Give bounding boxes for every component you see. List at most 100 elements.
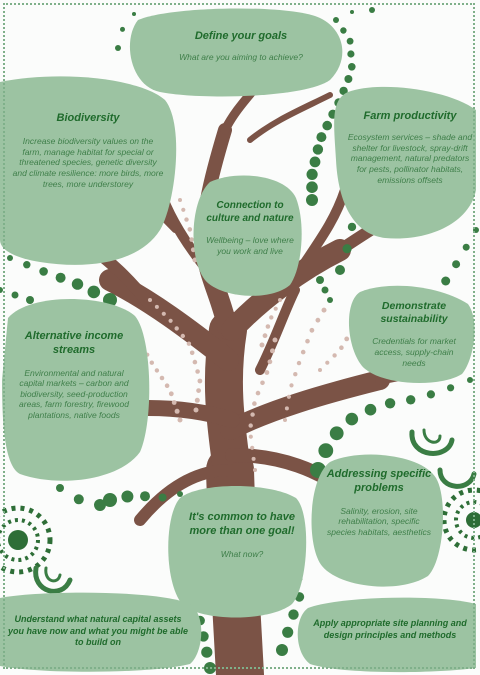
common-goal-blob: It's common to have more than one goal! … [186,510,298,559]
dot [300,349,306,355]
dot [73,494,84,505]
dot [318,368,322,372]
problems-body: Salinity, erosion, site rehabilitation, … [327,505,431,537]
dot [140,491,150,502]
dot [340,27,347,34]
dot [447,384,455,392]
dot [260,380,265,386]
dot [171,400,177,405]
dot [255,390,261,396]
dot [164,383,170,389]
common-goal-title: It's common to have more than one goal! [189,511,295,538]
dot [265,324,271,329]
dot [121,490,134,503]
dot [318,443,334,458]
sustainability-title: Demonstrate sustainability [380,300,448,326]
dot [177,491,183,497]
dot [168,318,173,323]
dot [325,360,330,365]
dot [189,237,194,242]
dot [252,401,257,406]
dot [276,644,288,656]
dot [159,375,165,381]
dot [55,272,66,283]
dot [335,265,345,275]
dot [348,63,356,71]
income-blob: Alternative income streams Environmental… [18,330,130,421]
connection-title: Connection to culture and nature [206,200,294,224]
dot [248,434,253,439]
sustainability-body: Credentials for market access, supply-ch… [372,336,456,368]
dot [473,227,479,233]
dot [322,120,333,131]
dot [11,291,19,299]
dot [193,407,199,413]
dot [296,360,302,366]
dot [204,662,216,674]
common-goal-body: What now? [220,548,264,559]
dot [284,406,289,411]
dot [293,372,298,377]
farm-productivity-title: Farm productivity [363,110,457,122]
dot [250,412,255,417]
dot [39,267,48,276]
dot [192,359,198,365]
dot [115,45,121,51]
dot [309,156,321,168]
dot [259,342,265,348]
dot [174,326,179,331]
income-body: Environmental and natural capital market… [19,367,129,421]
dot [441,276,451,286]
farm-productivity-body: Ecosystem services – shade and shelter f… [347,132,473,185]
dot [178,198,182,202]
dot [305,338,310,344]
dot [306,194,318,206]
dot [347,222,357,232]
apply-blob: Apply appropriate site planning and desi… [310,618,470,641]
dot [94,499,106,511]
define-goals-title: Define your goals [194,30,288,42]
dot [273,306,278,311]
dot [452,260,461,269]
dot [316,276,324,284]
dot [262,333,268,339]
dot [339,345,344,351]
dot [289,383,294,388]
dot [23,261,31,269]
dot [87,285,101,299]
dot [384,398,396,409]
biodiversity-body: Increase biodiversity values on the farm… [12,136,164,189]
dot [174,408,180,414]
dot [132,12,136,16]
dot [309,327,315,333]
biodiversity-title: Biodiversity [56,112,120,124]
dot [248,423,253,428]
dot [321,307,327,313]
apply-text: Apply appropriate site planning and desi… [313,618,467,640]
dot [339,86,348,96]
dot [269,315,274,320]
dot [286,394,291,399]
dot [283,418,287,422]
dot [154,304,159,309]
dot [103,493,117,507]
dot [369,7,375,13]
dot [187,227,193,232]
problems-blob: Addressing specific problems Salinity, e… [324,468,434,537]
dot [189,350,195,356]
dot [0,287,3,293]
concentric-circle-right [441,487,480,553]
dot [344,75,353,83]
dot [345,412,359,426]
dot [267,359,273,365]
dot [201,646,213,658]
dot [306,181,318,193]
dot [148,298,152,302]
dot [161,311,166,316]
dot [186,341,192,346]
dot [321,286,329,294]
dot [332,353,337,358]
dot [329,426,344,441]
dot [180,333,185,339]
